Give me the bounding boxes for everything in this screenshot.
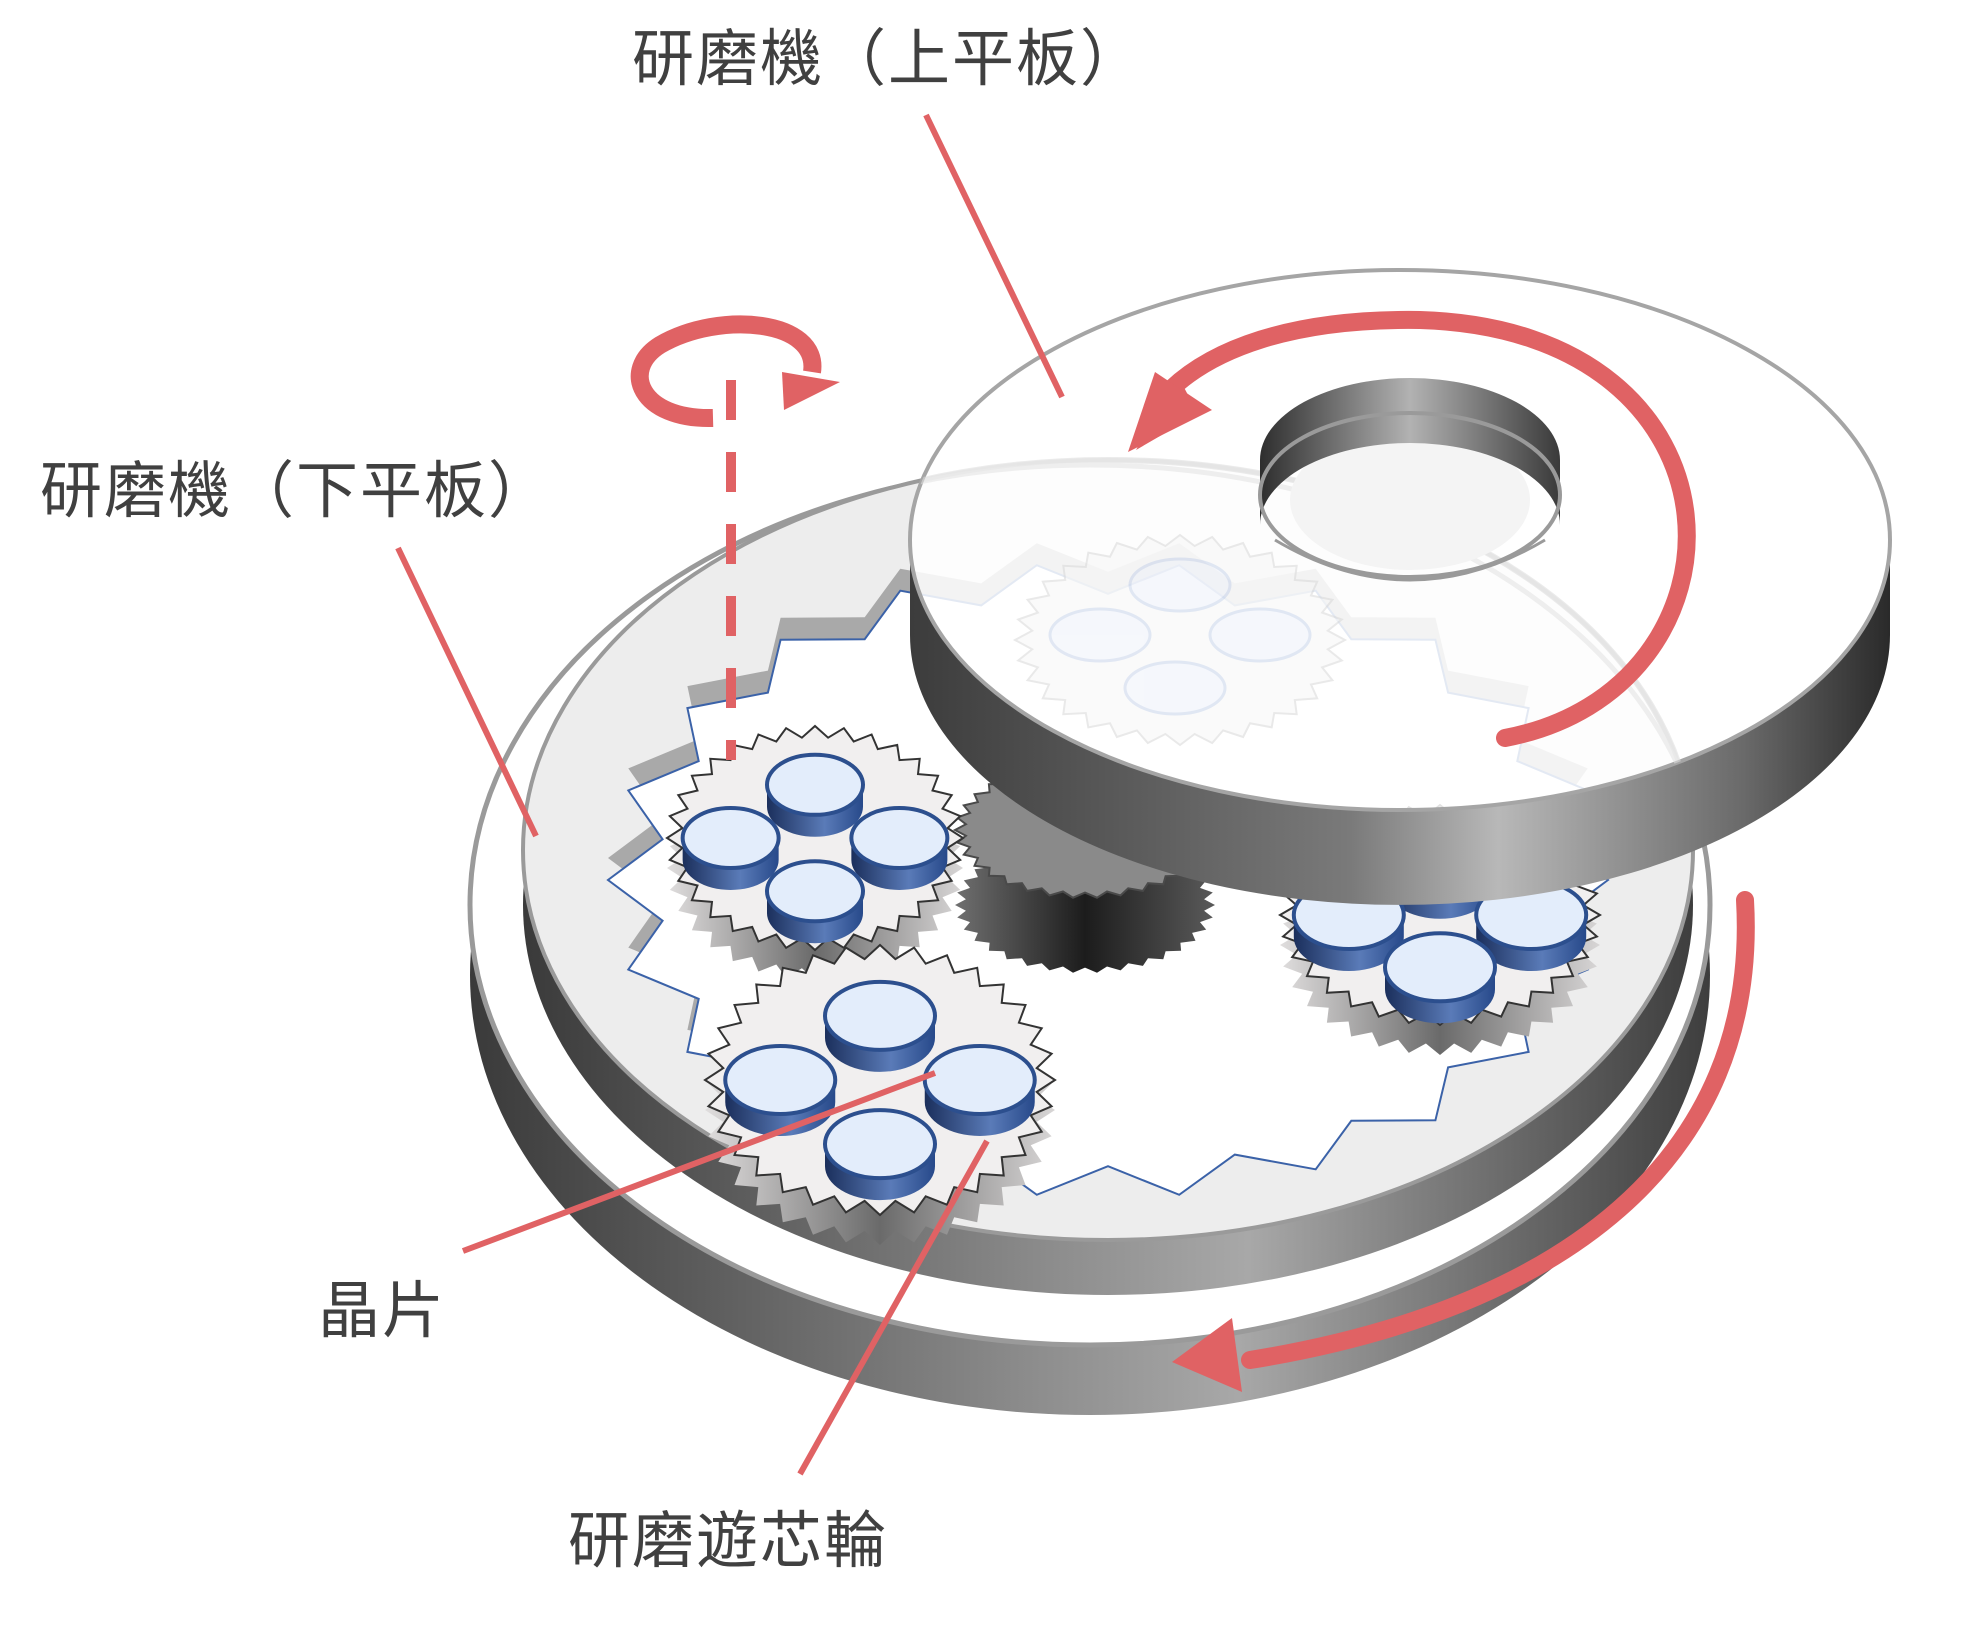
- ghost-wafer: [1128, 557, 1232, 613]
- upper-platen-side: [910, 540, 1890, 905]
- wafer: [823, 979, 937, 1072]
- label-carrier-gear: 研磨遊芯輪: [568, 1504, 889, 1577]
- label-lower-platen: 研磨機（下平板）: [40, 454, 553, 527]
- wafer-top: [723, 1044, 838, 1116]
- wafer: [765, 859, 865, 944]
- wafer: [823, 1108, 937, 1201]
- wafer-top: [1383, 931, 1497, 1004]
- wafer-top: [823, 979, 937, 1052]
- leader-lines: [395, 113, 1065, 1476]
- carrier-rotation-arrow: [630, 315, 840, 760]
- upper-platen-hole-rim: [1258, 411, 1562, 579]
- leader-wafer: [461, 1070, 937, 1254]
- upper-platen-hole-inner: [1290, 430, 1530, 570]
- leader-upper-platen: [923, 113, 1065, 399]
- ghost-wafer: [1123, 660, 1227, 716]
- wafer-top: [765, 752, 865, 817]
- wafer: [765, 752, 865, 837]
- rotate-ccw-arrow-icon: [1159, 310, 1696, 747]
- upper-rotation-arrow: [1128, 310, 1696, 747]
- wafer-top: [765, 859, 865, 924]
- carrier-gear-top: [665, 724, 965, 952]
- label-wafer: 晶片: [318, 1274, 447, 1347]
- wafer: [1383, 931, 1497, 1024]
- wafer: [849, 806, 950, 891]
- upper-platen-hole-wall: [1260, 378, 1560, 525]
- wafer-top: [823, 1108, 937, 1181]
- rotate-arc-arrow-icon: [1241, 891, 1755, 1369]
- wafer-top: [922, 1044, 1037, 1116]
- lower-rotation-arrow: [1172, 891, 1755, 1392]
- wafer-top: [680, 806, 781, 870]
- carrier-gear: [665, 724, 965, 980]
- leader-lower-platen: [395, 546, 539, 838]
- ghost-wafer: [1208, 607, 1312, 663]
- wafer: [922, 1044, 1037, 1136]
- label-upper-platen: 研磨機（上平板）: [632, 22, 1145, 95]
- leader-carrier: [797, 1139, 990, 1476]
- wafer-top: [849, 806, 950, 870]
- wafer: [723, 1044, 838, 1136]
- rotate-cw-arrow-icon: [630, 315, 822, 428]
- wafer: [680, 806, 781, 891]
- ghost-wafer: [1048, 607, 1152, 663]
- ghost-carrier-gear: [1012, 533, 1348, 747]
